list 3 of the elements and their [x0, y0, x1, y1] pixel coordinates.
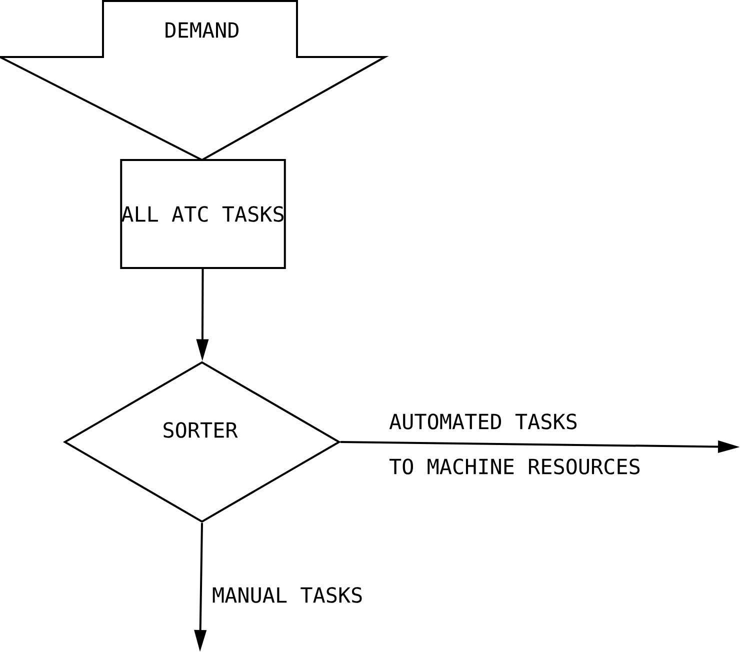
edge-label: AUTOMATED TASKS TO MACHINE RESOURCES: [389, 414, 640, 474]
edge-label: MANUAL TASKS: [212, 587, 362, 603]
process-box: ALL ATC TASKS: [120, 159, 286, 269]
